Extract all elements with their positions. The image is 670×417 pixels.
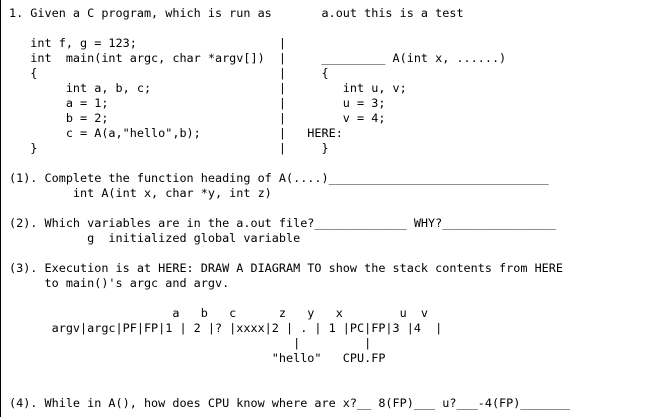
question-4-prompt: (4). While in A(), how does CPU know whe… [9, 396, 571, 410]
blank-line [9, 381, 664, 396]
question-1-prompt: (1). Complete the function heading of A(… [9, 171, 549, 185]
code-line-main-heading: int main(int argc, char *argv[]) | _____… [9, 51, 507, 65]
blank-line [9, 21, 664, 36]
code-line-local-decl: int a, b, c; | int u, v; [9, 81, 407, 95]
blank-line [9, 246, 664, 261]
code-line-open-brace: { | { [9, 66, 329, 80]
blank-line [9, 291, 664, 306]
blank-line [9, 156, 664, 171]
question-3-prompt-cont: to main()'s argc and argv. [9, 276, 230, 290]
code-line-global-vars: int f, g = 123; | [9, 36, 286, 50]
code-line-assign-b: b = 2; | v = 4; [9, 111, 386, 125]
question-1-answer: int A(int x, char *y, int z) [9, 186, 272, 200]
stack-diagram-cells: argv|argc|PF|FP|1 | 2 |? |xxxx|2 | . | 1… [9, 321, 443, 335]
code-line-close-brace: } | } [9, 141, 329, 155]
stack-diagram-pointers: | | [9, 336, 372, 350]
code-line-call-a: c = A(a,"hello",b); | HERE: [9, 126, 343, 140]
blank-line [9, 366, 664, 381]
question-1-intro: 1. Given a C program, which is run as a.… [9, 6, 464, 20]
document-body: 1. Given a C program, which is run as a.… [9, 6, 664, 411]
stack-diagram-labels: a b c z y x u v [9, 306, 429, 320]
question-3-prompt: (3). Execution is at HERE: DRAW A DIAGRA… [9, 261, 563, 275]
stack-diagram-targets: "hello" CPU.FP [9, 351, 386, 365]
code-line-assign-a: a = 1; | u = 3; [9, 96, 386, 110]
question-2-prompt: (2). Which variables are in the a.out fi… [9, 216, 556, 230]
left-border [0, 0, 1, 417]
blank-line [9, 201, 664, 216]
question-2-answer: g initialized global variable [9, 231, 301, 245]
